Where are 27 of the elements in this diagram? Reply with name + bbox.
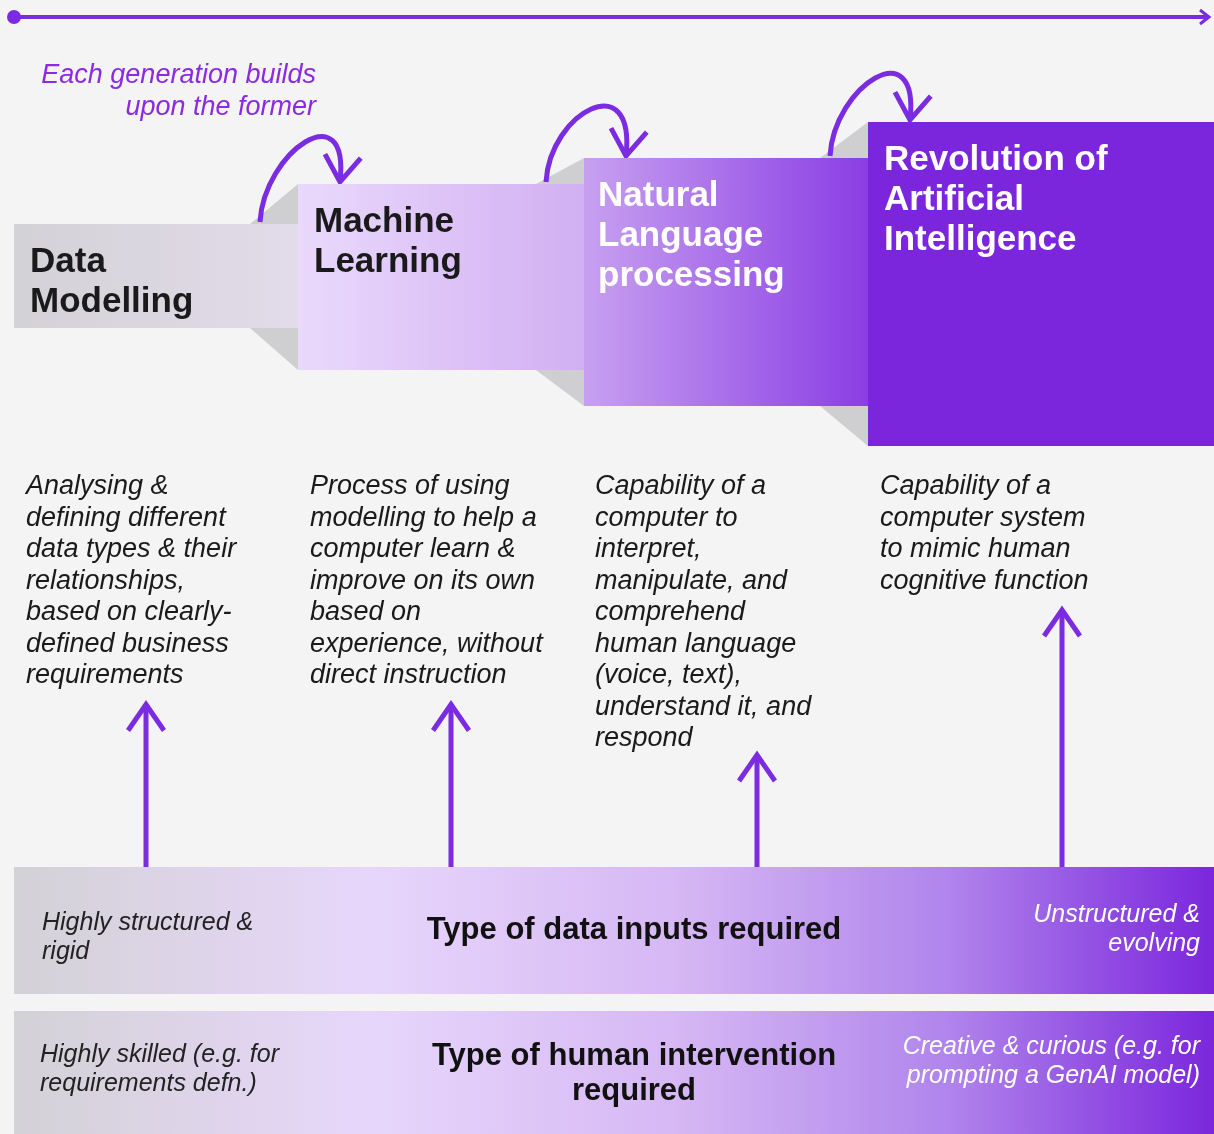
scale-end-text: Highly skilled (e.g. for requirements defn.) bbox=[40, 1039, 281, 1097]
arrow bbox=[736, 752, 778, 867]
scale-end-text: Creative & curious (e.g. for prompting a GenAI model) bbox=[901, 1031, 1200, 1089]
stage-box bbox=[298, 184, 586, 370]
stage-title: Machine Learning bbox=[314, 200, 463, 280]
stage-box bbox=[14, 224, 300, 328]
stage-title: Revolution of Artificial Intelligence bbox=[884, 138, 1109, 258]
arrow bbox=[125, 702, 167, 867]
description-text: Process of using modelling to help a computer learn & improve on its own based on experience, without direct instruction bbox=[310, 470, 545, 691]
description-text: Analysing & defining different data types & their relationships, based on clearly-defined business requirements bbox=[26, 470, 238, 691]
description-text: Capability of a computer system to mimic human cognitive function bbox=[880, 470, 1090, 596]
arrow bbox=[1041, 607, 1083, 867]
stage-box bbox=[868, 122, 1214, 446]
stage-title: Natural Language processing bbox=[598, 174, 786, 294]
arrow bbox=[257, 134, 362, 223]
scale-end-text: Unstructured & evolving bbox=[1032, 899, 1200, 957]
note-text: Each generation builds upon the former bbox=[40, 58, 316, 122]
scale-band bbox=[14, 867, 1214, 994]
stage-title: Data Modelling bbox=[30, 240, 195, 320]
arrow bbox=[430, 702, 472, 867]
scale-band bbox=[14, 1011, 1214, 1134]
scale-end-text: Highly structured & rigid bbox=[42, 907, 255, 965]
band-title: Type of data inputs required bbox=[425, 911, 843, 946]
stage-box bbox=[584, 158, 870, 406]
band-title: Type of human intervention required bbox=[430, 1037, 838, 1107]
description-text: Capability of a computer to interpret, manipulate, and comprehend human language (voice, text), understand it, and respond bbox=[595, 470, 813, 754]
arrow bbox=[827, 71, 932, 157]
